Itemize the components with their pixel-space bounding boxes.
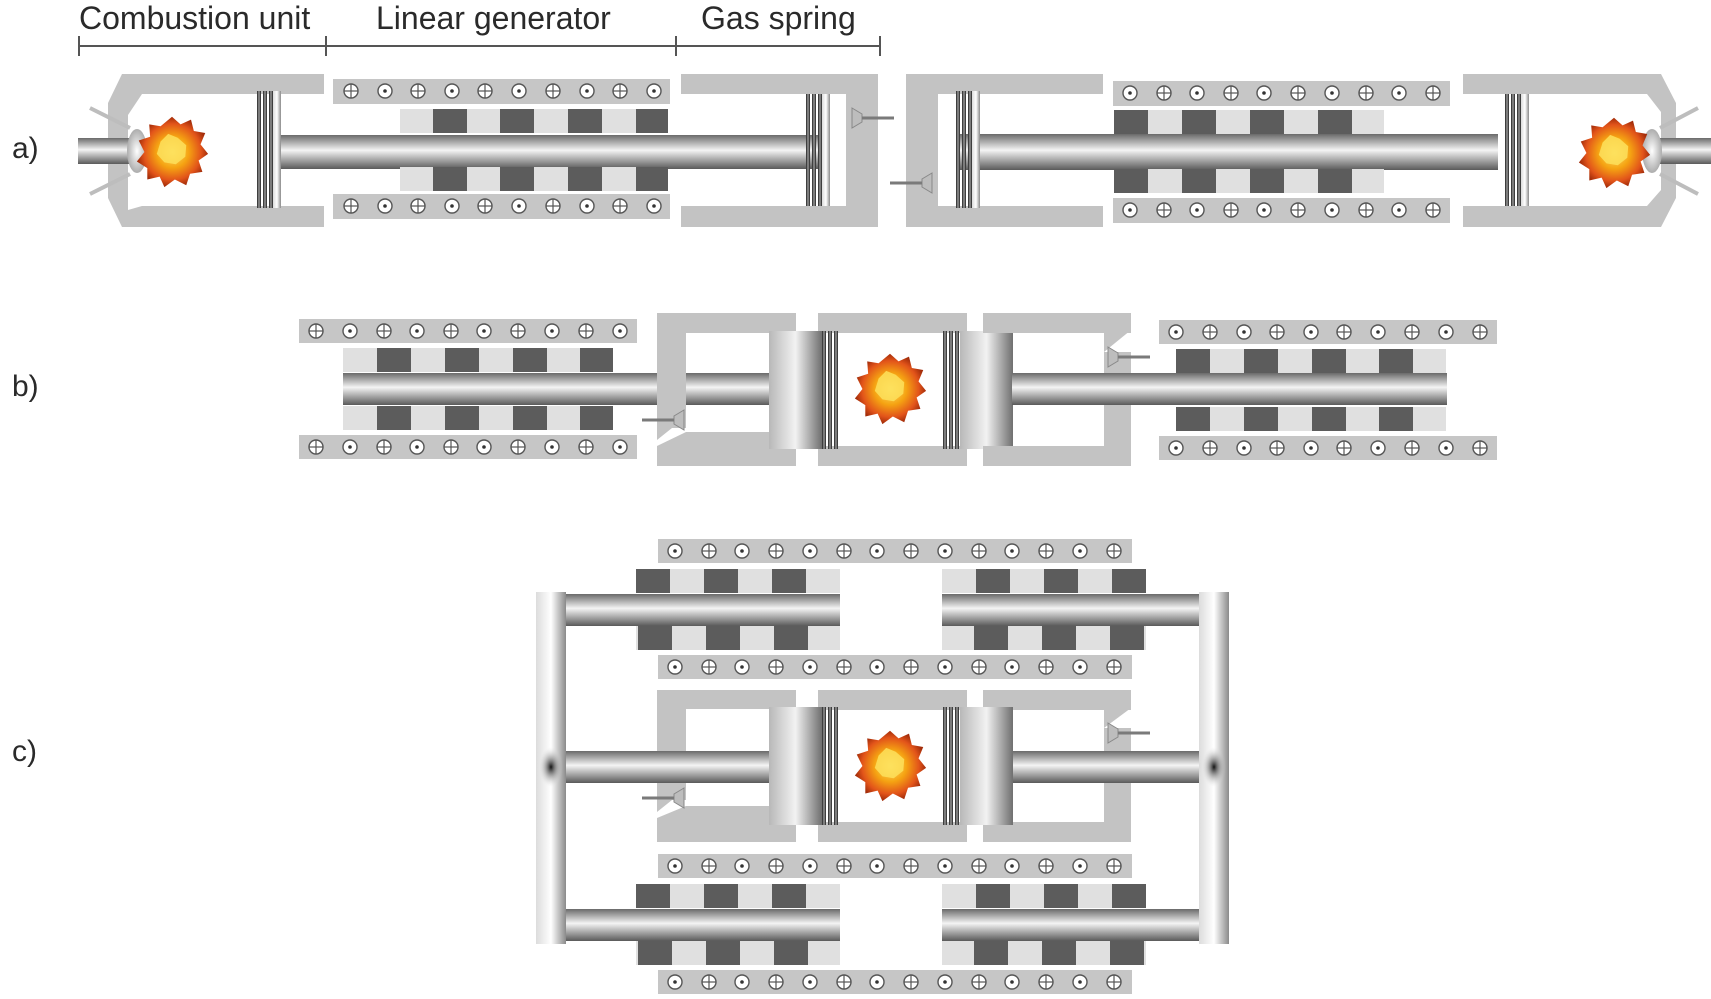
section-bracket: [78, 36, 881, 56]
piston-rings: [822, 707, 838, 825]
piston-rings: [257, 91, 273, 208]
piston-rod: [942, 909, 1199, 941]
translator-magnets: [400, 109, 668, 191]
flame-icon: [136, 116, 209, 188]
row-label-c: c): [12, 735, 37, 768]
piston-rod: [566, 751, 778, 783]
piston-rod: [1012, 373, 1447, 405]
piston-rod: [942, 594, 1199, 626]
stator-coil: [658, 854, 1132, 878]
row-label-a: a): [12, 132, 39, 165]
row-c-engine: [536, 539, 1229, 994]
piston-rod: [280, 135, 820, 169]
piston: [769, 707, 822, 825]
flame-icon: [1578, 117, 1651, 189]
piston-rings: [943, 331, 959, 449]
gas-spring-housing: [681, 74, 878, 227]
piston-rod: [566, 594, 840, 626]
label-combustion-unit: Combustion unit: [79, 0, 311, 36]
gas-spring-housing: [906, 74, 1103, 227]
label-gas-spring: Gas spring: [701, 0, 856, 36]
flame-icon: [854, 730, 927, 802]
piston-rings: [822, 331, 838, 449]
stator-coil: [658, 970, 1132, 994]
row-b-engine: [299, 313, 1497, 466]
piston-rod: [566, 909, 840, 941]
piston: [960, 707, 1013, 825]
flame-icon: [854, 353, 927, 425]
label-linear-generator: Linear generator: [376, 0, 611, 36]
nozzle-icon: [78, 138, 133, 164]
stator-coil: [658, 655, 1132, 679]
row-label-b: b): [12, 370, 39, 403]
piston: [960, 331, 1013, 449]
piston-rod: [343, 373, 783, 405]
piston-rod: [1012, 751, 1199, 783]
piston: [769, 331, 822, 449]
piston-rod: [958, 134, 1498, 170]
piston-rings: [943, 707, 959, 825]
piston-rings: [806, 91, 822, 208]
row-a-engine: [78, 74, 1711, 227]
stator-coil: [658, 539, 1132, 563]
